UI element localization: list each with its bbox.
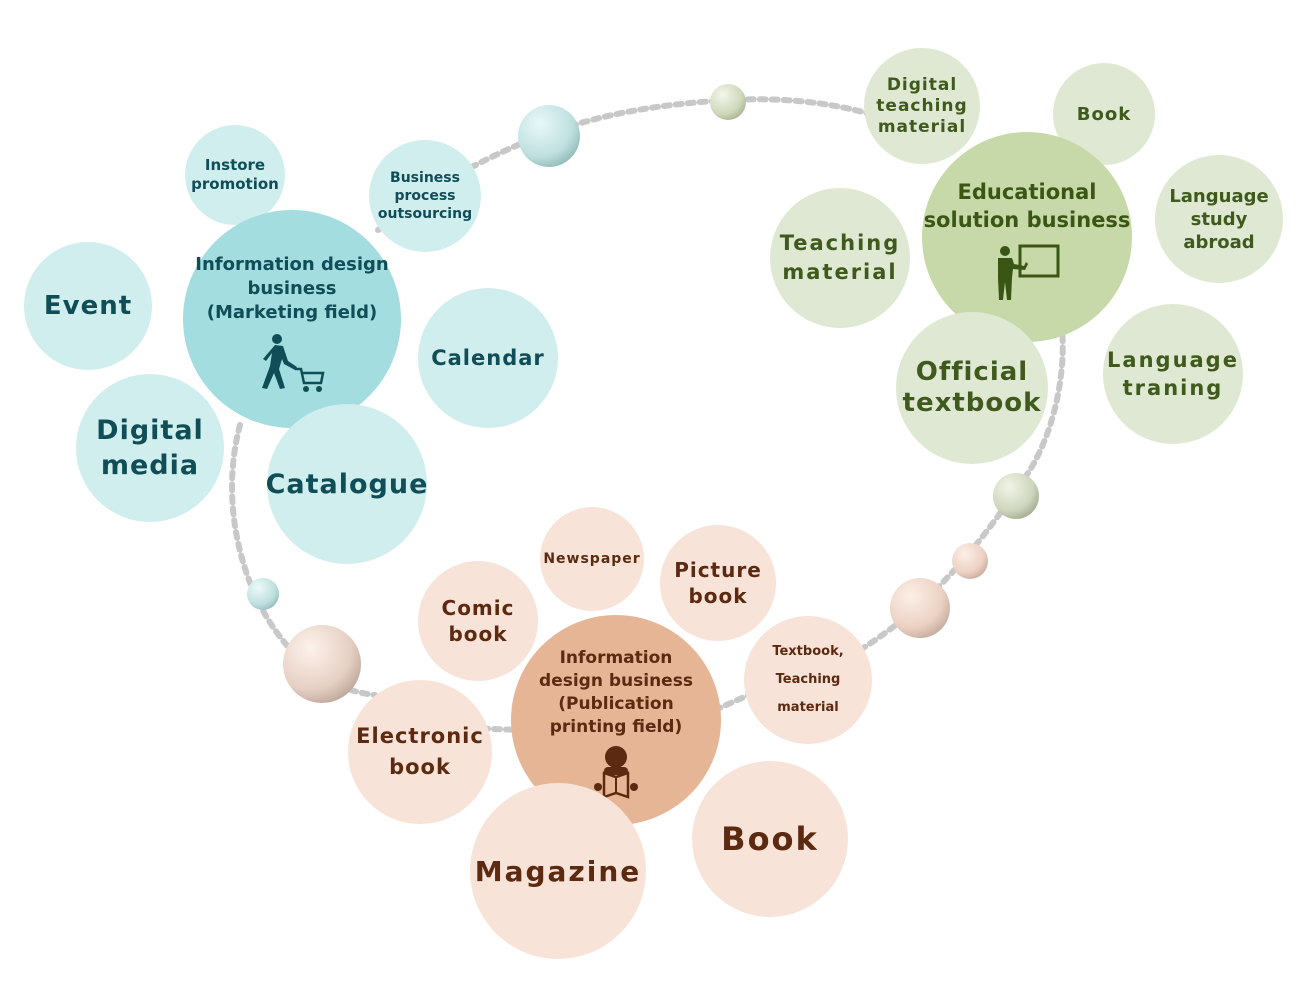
teaching-material-label: Teaching material <box>779 231 901 284</box>
bubble-electronic-book: Electronic book <box>348 680 492 824</box>
business-process-label: Business process outsourcing <box>377 170 473 222</box>
marketing-hub-label: Information design business (Marketing f… <box>195 254 389 323</box>
digital-teaching-label: Digital teaching material <box>876 74 968 137</box>
book-pub-label: Book <box>721 820 819 858</box>
bubble-textbook-teaching: Textbook, Teaching material <box>744 616 872 744</box>
hub-publication: Information design business (Publication… <box>511 615 721 825</box>
digital-media-label: Digital media <box>96 415 204 481</box>
education-hub-label: Educational solution business <box>923 180 1131 232</box>
catalogue-label: Catalogue <box>265 468 429 500</box>
comic-book-label: Comic book <box>441 596 515 646</box>
hub-education: Educational solution business <box>922 132 1132 342</box>
book-edu-label: Book <box>1076 103 1132 125</box>
bubble-digital-teaching: Digital teaching material <box>864 48 980 164</box>
newspaper-label: Newspaper <box>543 551 641 567</box>
publication-hub-label: Information design business (Publication… <box>539 648 693 737</box>
orb-peach-small <box>952 543 988 579</box>
orb-peach-left <box>283 625 361 703</box>
electronic-book-label: Electronic book <box>356 724 484 779</box>
bubble-picture-book: Picture book <box>660 525 776 641</box>
bubble-teaching-material: Teaching material <box>770 188 910 328</box>
instore-promotion-label: Instore promotion <box>191 156 279 193</box>
orb-teal-small <box>247 578 279 610</box>
bubble-catalogue: Catalogue <box>265 404 429 564</box>
bubble-event: Event <box>24 242 152 370</box>
orb-green-right <box>993 473 1039 519</box>
language-training-label: Language traning <box>1107 348 1239 400</box>
bubble-language-training: Language traning <box>1103 304 1243 444</box>
bubble-comic-book: Comic book <box>418 561 538 681</box>
teacher-at-board-icon <box>998 244 1060 300</box>
bubble-magazine: Magazine <box>470 783 646 959</box>
magazine-label: Magazine <box>474 854 642 888</box>
language-study-label: Language study abroad <box>1169 185 1269 253</box>
orb-teal-large <box>518 105 580 167</box>
textbook-teaching-label: Textbook, Teaching material <box>772 644 844 715</box>
hub-marketing: Information design business (Marketing f… <box>183 210 401 428</box>
bubble-business-process: Business process outsourcing <box>369 140 481 252</box>
orb-green-top <box>710 84 746 120</box>
orb-peach-right <box>890 578 950 638</box>
bubble-calendar: Calendar <box>418 288 558 428</box>
person-reading-icon <box>594 746 638 799</box>
bubble-book-edu: Book <box>1053 63 1155 165</box>
bubble-newspaper: Newspaper <box>540 507 644 611</box>
bubble-language-study: Language study abroad <box>1155 155 1283 283</box>
bubble-digital-media: Digital media <box>76 374 224 522</box>
picture-book-label: Picture book <box>674 558 762 608</box>
event-label: Event <box>43 291 133 321</box>
shopper-with-cart-icon <box>262 334 325 392</box>
calendar-label: Calendar <box>431 346 545 370</box>
bubble-official-textbook: Official textbook <box>896 312 1048 464</box>
bubble-instore-promotion: Instore promotion <box>185 125 285 225</box>
bubble-book-pub: Book <box>692 761 848 917</box>
official-textbook-label: Official textbook <box>902 357 1042 418</box>
